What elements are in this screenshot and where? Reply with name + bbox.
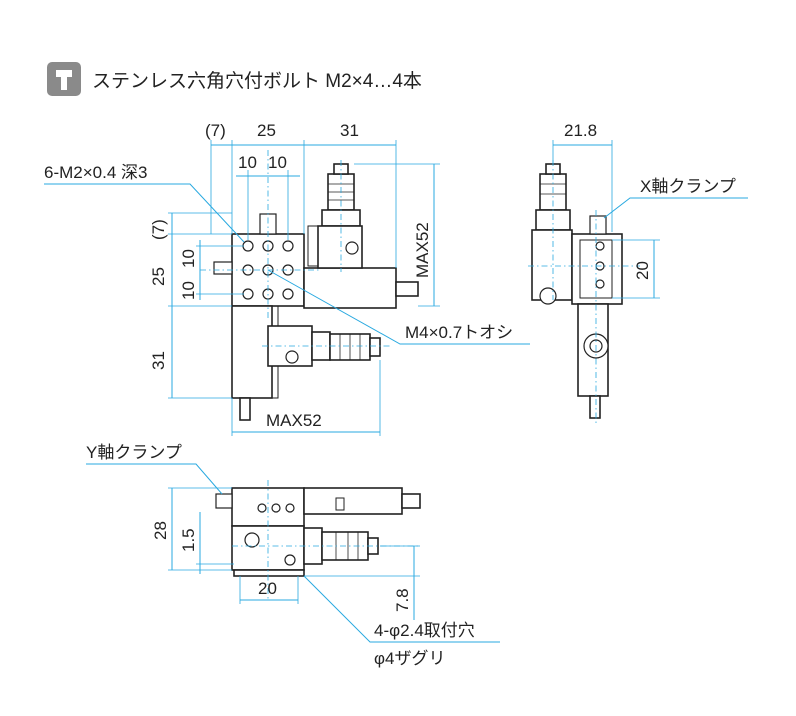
top-view bbox=[44, 140, 530, 436]
dim-31-top: 31 bbox=[340, 121, 359, 140]
dim-1-5: 1.5 bbox=[179, 528, 198, 552]
dim-10a: 10 bbox=[238, 153, 257, 172]
dim-7-left: (7) bbox=[149, 219, 168, 240]
dim-max52-bottom: MAX52 bbox=[266, 411, 322, 430]
label-thread: M4×0.7トオシ bbox=[405, 323, 513, 342]
dim-21-8: 21.8 bbox=[564, 121, 597, 140]
side-view bbox=[528, 140, 748, 424]
dim-7-8: 7.8 bbox=[393, 588, 412, 612]
front-view bbox=[86, 463, 500, 643]
label-x-clamp: X軸クランプ bbox=[640, 177, 736, 196]
dim-28: 28 bbox=[151, 521, 170, 540]
dim-7-top: (7) bbox=[205, 121, 226, 140]
dim-10c: 10 bbox=[179, 249, 198, 268]
dim-25-left: 25 bbox=[149, 267, 168, 286]
label-holes: 4-φ2.4取付穴 bbox=[374, 621, 475, 640]
dim-31-left: 31 bbox=[149, 351, 168, 370]
dim-10d: 10 bbox=[179, 281, 198, 300]
dim-20-side: 20 bbox=[633, 261, 652, 280]
dim-10b: 10 bbox=[268, 153, 287, 172]
header-title: ステンレス六角穴付ボルト M2×4…4本 bbox=[92, 70, 422, 92]
label-y-clamp: Y軸クランプ bbox=[86, 443, 182, 462]
dim-max52-right: MAX52 bbox=[413, 222, 432, 278]
dim-25-top: 25 bbox=[257, 121, 276, 140]
dim-20-front: 20 bbox=[258, 579, 277, 598]
label-tap: 6-M2×0.4 深3 bbox=[44, 163, 147, 182]
hex-key-icon bbox=[47, 62, 81, 96]
label-counterbore: φ4ザグリ bbox=[374, 649, 445, 668]
